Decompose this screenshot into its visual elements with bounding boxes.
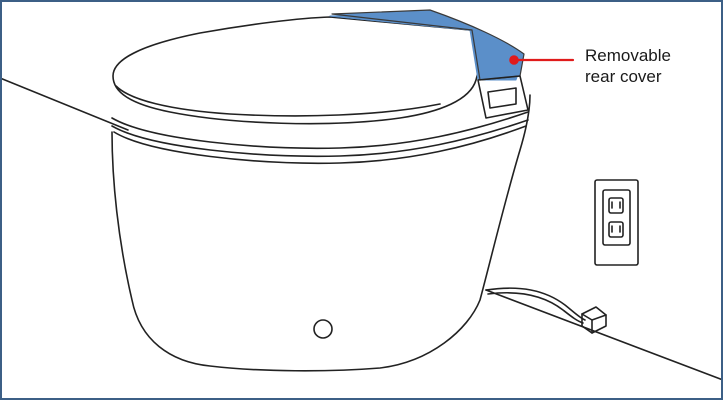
power-cord-2 (487, 291, 584, 324)
outlet-faceplate (602, 189, 631, 246)
seat-rim-band-2 (111, 119, 529, 158)
toilet-lid (112, 16, 481, 125)
outlet-socket-top (608, 197, 624, 214)
wall-floor-line-right (485, 289, 723, 381)
callout-label-line1: Removable (585, 46, 671, 65)
seat-rim-band (111, 111, 529, 150)
seat-rim-band-3 (113, 125, 527, 165)
toilet-bowl (111, 94, 531, 372)
callout-label-line2: rear cover (585, 67, 662, 86)
wall-outlet-icon (594, 179, 639, 266)
outlet-socket-bottom (608, 221, 624, 238)
plug-icon (581, 306, 607, 334)
wall-floor-line-left (0, 77, 129, 131)
callout-label: Removable rear cover (585, 45, 671, 87)
power-cord (485, 287, 586, 321)
lid-inner-edge (115, 85, 441, 117)
callout-dot (509, 55, 519, 65)
rear-housing-detail (487, 87, 517, 109)
rear-housing (477, 75, 529, 119)
circle-button-icon (313, 319, 333, 339)
